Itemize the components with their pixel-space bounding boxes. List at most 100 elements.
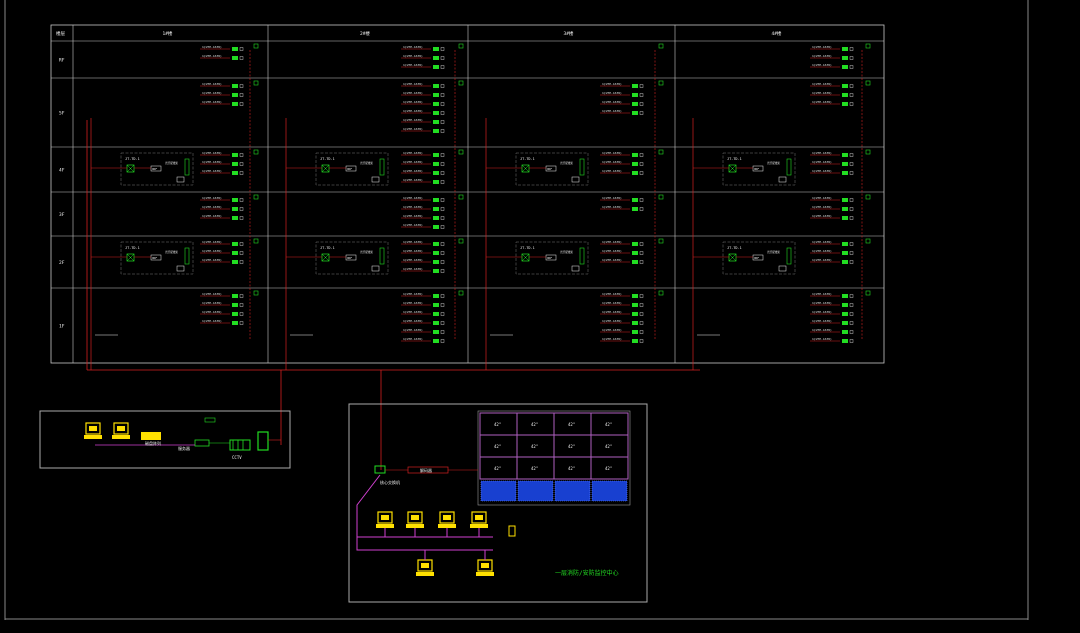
camera-icon [433,339,445,343]
camera-mark [639,207,644,211]
camera-mark [849,93,854,97]
cable-label: 1(UTP-CAT6) [202,292,222,296]
camera-icon [433,153,445,157]
cable-label: 1(UTP-CAT6) [202,310,222,314]
cabinet-note: 光纤配线架 [560,250,573,254]
panel-id: JT-TD-1 [520,246,535,250]
camera-icon [433,225,445,229]
camera-icon [842,162,854,166]
camera-icon [632,303,644,307]
camera-icon [232,303,244,307]
camera-mark [440,198,445,202]
camera-mark [639,321,644,325]
camera-body [632,251,638,255]
cable-label: 1(UTP-CAT6) [202,205,222,209]
floor-marker [458,80,464,86]
panel-id: JT-TD-1 [125,157,140,161]
camera-body [433,120,439,124]
camera-icon [433,242,445,246]
workstation-screen [381,515,389,520]
camera-icon [232,171,244,175]
camera-mark [849,47,854,51]
camera-mark [440,56,445,60]
workstation-keyboard [416,572,434,576]
power-box [571,176,580,183]
tv-wall-size-label: 42" [605,466,612,471]
tv-wall-size-label: 42" [494,422,501,427]
table-floor-label: RF [59,58,65,64]
camera-mark [239,260,244,264]
cable-label: 1(UTP-CAT6) [403,109,423,113]
workstation-monitor [407,511,423,524]
cable-label: 1(UTP-CAT6) [403,223,423,227]
camera-mark [440,207,445,211]
floor-marker [658,149,664,155]
camera-body [632,303,638,307]
camera-icon [842,242,854,246]
odf-box [345,254,357,261]
cable-label: 1(UTP-CAT6) [812,91,832,95]
panel-id: JT-TD-1 [727,246,742,250]
camera-mark [849,198,854,202]
cable-label: 1(UTP-CAT6) [812,205,832,209]
floor-marker [865,194,871,200]
trunk-cabling [86,120,700,470]
camera-body [632,242,638,246]
cable-label: 1(UTP-CAT6) [812,301,832,305]
panel-id: JT-TD-1 [520,157,535,161]
camera-icon [433,330,445,334]
camera-body [433,269,439,273]
tv-wall-frame [477,410,631,506]
camera-icon [232,216,244,220]
workstation-screen [89,426,97,431]
camera-body [842,47,848,51]
camera-mark [440,111,445,115]
camera-mark [639,339,644,343]
floor-marker [458,238,464,244]
camera-body [232,198,238,202]
switch-cross [728,253,737,262]
cable-label: 1(UTP-CAT6) [403,45,423,49]
camera-body [842,321,848,325]
camera-body [433,129,439,133]
cable-label: 1(UTP-CAT6) [812,196,832,200]
camera-body [232,251,238,255]
camera-icon [632,93,644,97]
cabinet-note: 光纤配线架 [165,250,178,254]
switch-icon [126,164,135,173]
cable-label: 1(UTP-CAT6) [812,292,832,296]
floor-marker [865,149,871,155]
camera-body [842,56,848,60]
camera-body [433,47,439,51]
camera-mark [639,84,644,88]
floor-marker [458,290,464,296]
camera-icon [842,312,854,316]
camera-body [433,339,439,343]
camera-mark [849,330,854,334]
camera-mark [639,93,644,97]
monitor-devices [356,465,516,576]
cable-label: 1(UTP-CAT6) [403,63,423,67]
cable-label: 1(UTP-CAT6) [403,151,423,155]
camera-mark [239,93,244,97]
camera-mark [849,260,854,264]
camera-icon [433,47,445,51]
camera-mark [639,153,644,157]
camera-mark [639,294,644,298]
camera-icon [433,216,445,220]
camera-icon [433,312,445,316]
cable-label: 1(UTP-CAT6) [403,100,423,104]
floor-marker [865,43,871,49]
camera-icon [632,84,644,88]
camera-icon [842,216,854,220]
camera-icon [842,93,854,97]
camera-icon [433,171,445,175]
switch-cross [521,164,530,173]
fiber-rack [579,158,585,176]
camera-icon [232,56,244,60]
camera-body [232,56,238,60]
camera-icon [842,171,854,175]
cable-label: 1(UTP-CAT6) [202,160,222,164]
camera-icon [232,153,244,157]
